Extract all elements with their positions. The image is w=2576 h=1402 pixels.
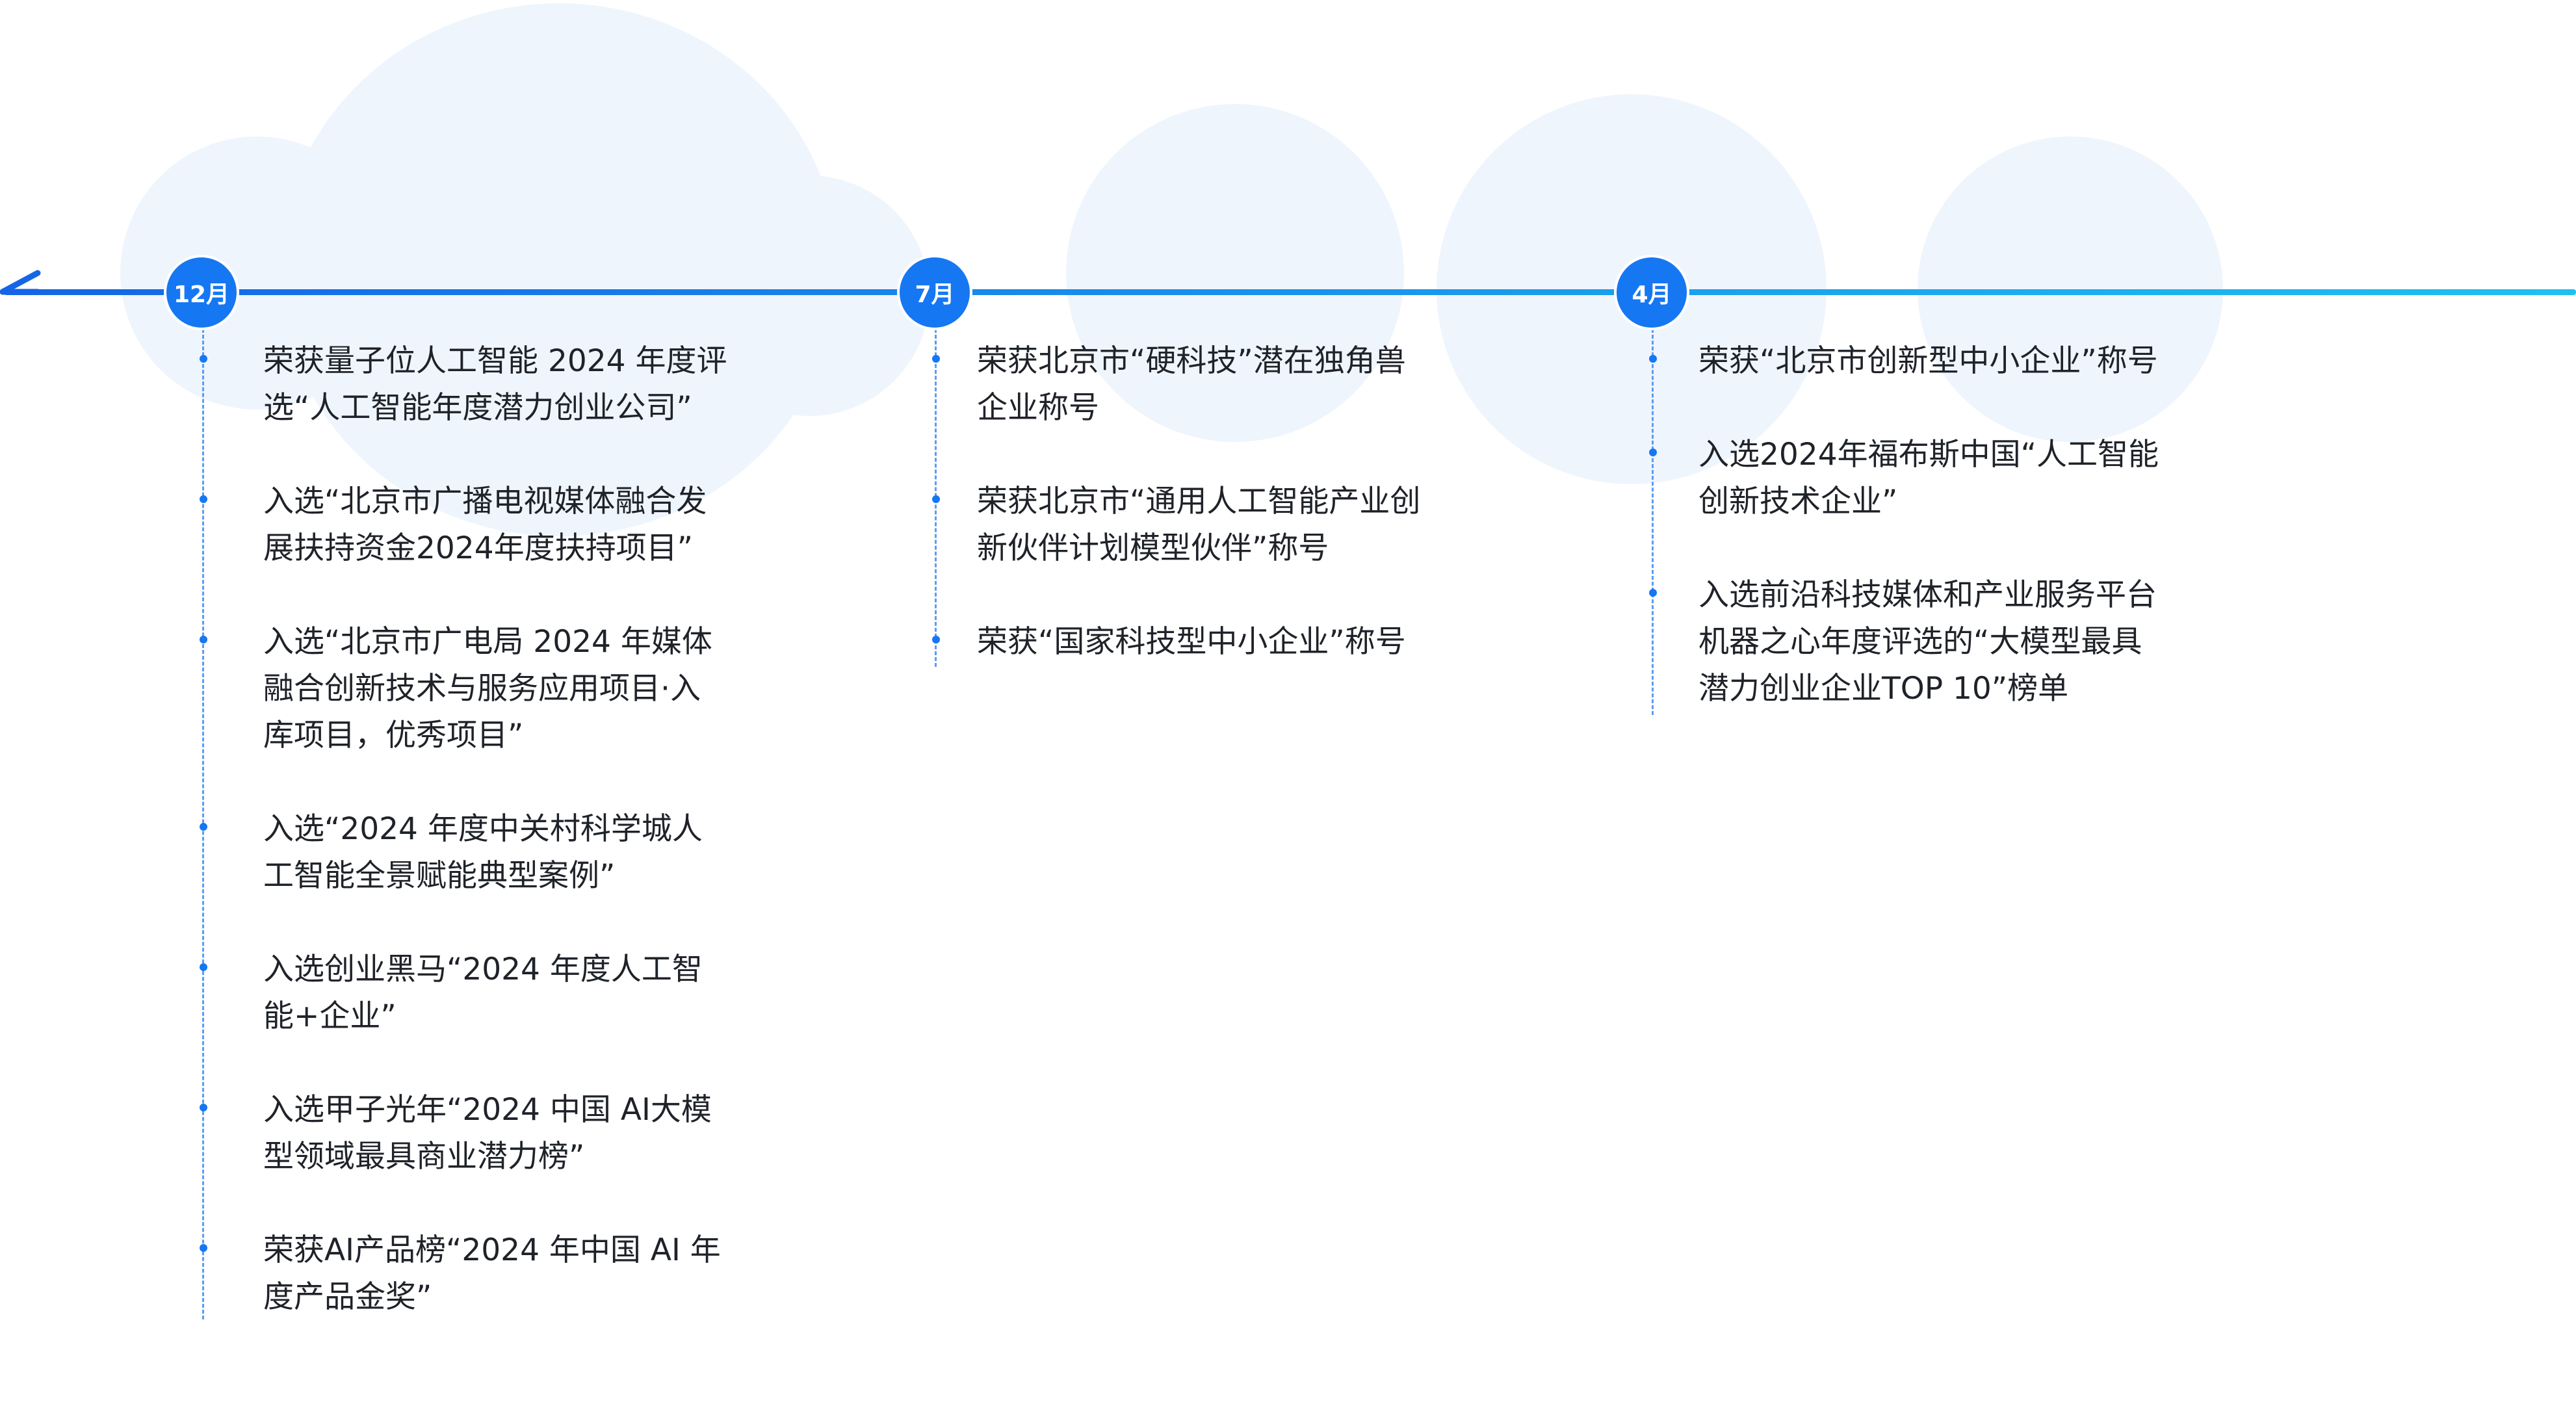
milestone-item: 入选2024年福布斯中国“人工智能 创新技术企业” — [1698, 437, 2159, 519]
background-cloud — [1066, 104, 1404, 442]
bullet-dot — [200, 355, 207, 363]
month-badge-apr: 4月 — [1614, 255, 1689, 330]
bullet-dot — [932, 355, 940, 363]
bullet-dot — [200, 1244, 207, 1252]
bullet-dot — [1649, 589, 1657, 597]
dashed-connector — [1652, 329, 1654, 715]
timeline-line — [4, 289, 2576, 295]
bullet-dot — [200, 495, 207, 503]
milestone-item: 入选前沿科技媒体和产业服务平台 机器之心年度评选的“大模型最具 潜力创业企业TO… — [1698, 577, 2157, 707]
milestone-item: 荣获量子位人工智能 2024 年度评 选“人工智能年度潜力创业公司” — [263, 343, 727, 426]
bullet-dot — [200, 636, 207, 643]
milestone-item: 入选“2024 年度中关村科学城人 工智能全景赋能典型案例” — [263, 811, 703, 894]
bullet-dot — [932, 636, 940, 643]
bullet-dot — [200, 1104, 207, 1111]
milestone-item: 入选“北京市广电局 2024 年媒体 融合创新技术与服务应用项目·入 库项目，优… — [263, 624, 712, 753]
bullet-dot — [200, 823, 207, 831]
background-cloud — [689, 175, 930, 416]
month-badge-jul: 7月 — [897, 255, 972, 330]
milestone-item: 荣获“北京市创新型中小企业”称号 — [1698, 343, 2158, 379]
arrow-left-icon — [0, 270, 41, 295]
milestone-item: 荣获“国家科技型中小企业”称号 — [977, 624, 1406, 660]
month-badge-dec: 12月 — [164, 255, 239, 330]
milestone-item: 入选创业黑马“2024 年度人工智 能+企业” — [263, 952, 703, 1034]
bullet-dot — [932, 495, 940, 503]
bullet-dot — [1649, 355, 1657, 363]
bullet-dot — [200, 963, 207, 971]
milestone-item: 荣获AI产品榜“2024 年中国 AI 年 度产品金奖” — [263, 1232, 721, 1315]
milestone-item: 荣获北京市“硬科技”潜在独角兽 企业称号 — [977, 343, 1406, 426]
bullet-dot — [1649, 448, 1657, 456]
milestone-item: 荣获北京市“通用人工智能产业创 新伙伴计划模型伙伴”称号 — [977, 484, 1421, 566]
milestone-item: 入选甲子光年“2024 中国 AI大模 型领域最具商业潜力榜” — [263, 1092, 712, 1175]
milestone-item: 入选“北京市广播电视媒体融合发 展扶持资金2024年度扶持项目” — [263, 484, 707, 566]
